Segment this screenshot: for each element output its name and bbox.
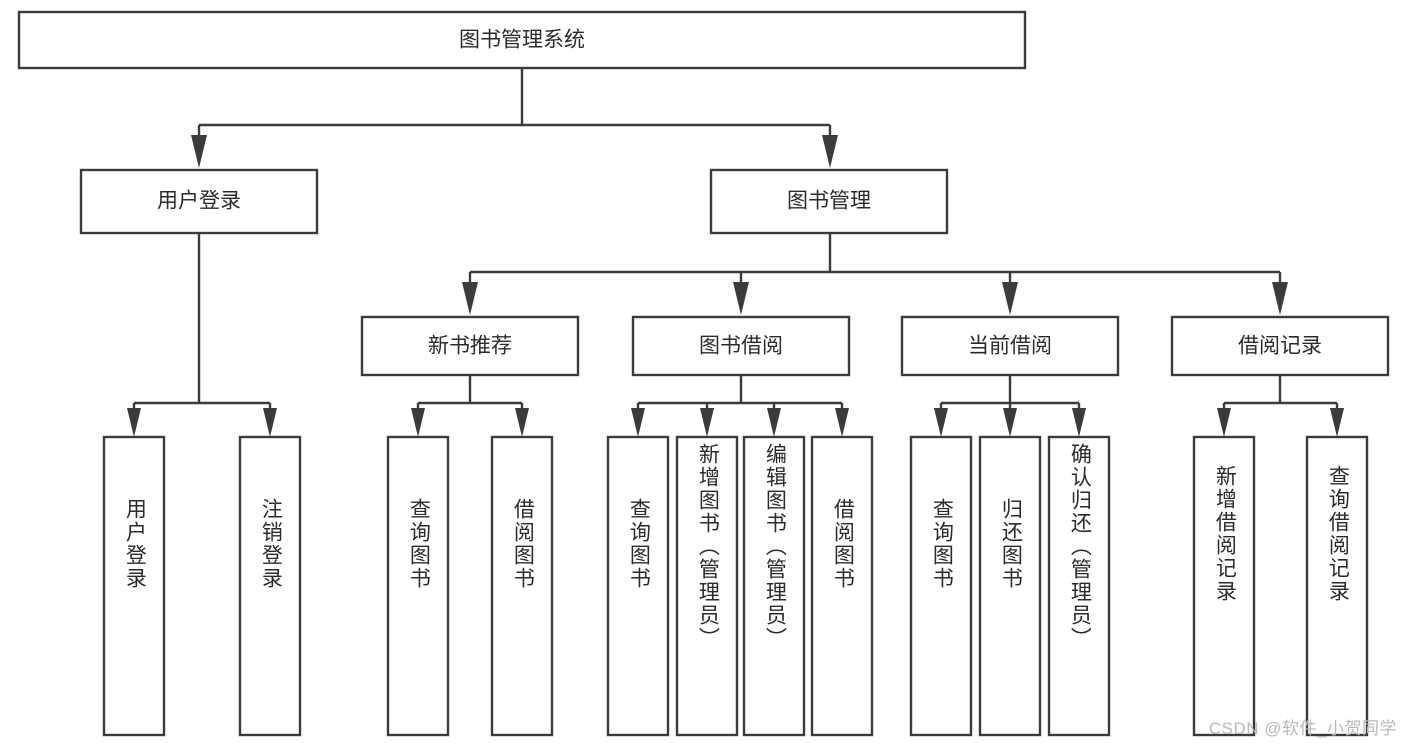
node-borrow-record[interactable]: 借阅记录	[1170, 315, 1390, 377]
node-book-management-rect[interactable]	[709, 168, 949, 235]
connector-newbook-to-leaves	[411, 375, 529, 437]
connector-root-to-level1	[191, 68, 838, 168]
leaf-rect-current-query[interactable]	[909, 435, 973, 737]
leaf-rect-user-login[interactable]	[102, 435, 166, 737]
arrow-head-icon	[1217, 408, 1231, 437]
node-new-book-recommend-label: 新书推荐	[428, 335, 512, 358]
leaf-rect-borrow-lend[interactable]	[810, 435, 874, 737]
node-root[interactable]: 图书管理系统	[17, 10, 1027, 70]
arrow-head-icon	[191, 135, 207, 168]
arrow-head-icon	[462, 282, 478, 315]
node-new-book-recommend[interactable]: 新书推荐	[360, 315, 580, 377]
leaf-rect-user-logout[interactable]	[238, 435, 302, 737]
leaf-rect-current-return[interactable]	[978, 435, 1042, 737]
arrow-head-icon	[767, 408, 781, 437]
node-book-borrow-label: 图书借阅	[699, 335, 783, 358]
arrow-head-icon	[1272, 282, 1288, 315]
arrow-head-icon	[1072, 408, 1086, 437]
arrow-head-icon	[1002, 282, 1018, 315]
leaf-rect-borrow-edit[interactable]	[742, 435, 806, 737]
connector-borrowrecord-to-leaves	[1217, 375, 1344, 437]
arrow-head-icon	[733, 282, 749, 315]
node-book-management[interactable]: 图书管理	[709, 168, 949, 235]
arrow-head-icon	[411, 408, 425, 437]
node-current-borrow-label: 当前借阅	[968, 335, 1052, 358]
arrow-head-icon	[1330, 408, 1344, 437]
node-user-login-rect[interactable]	[79, 168, 319, 235]
connector-bookmgmt-to-level2	[462, 233, 1288, 315]
csdn-watermark: CSDN @软件_小贺同学	[1208, 719, 1397, 738]
arrow-head-icon	[631, 408, 645, 437]
arrow-head-icon	[1003, 408, 1017, 437]
node-book-management-label: 图书管理	[787, 190, 871, 213]
arrow-head-icon	[822, 135, 838, 168]
node-borrow-record-label: 借阅记录	[1238, 335, 1322, 358]
arrow-head-icon	[515, 408, 529, 437]
connector-currentborrow-to-leaves	[934, 375, 1086, 437]
leaf-rect-borrow-add[interactable]	[675, 435, 739, 737]
arrow-head-icon	[835, 408, 849, 437]
node-current-borrow[interactable]: 当前借阅	[900, 315, 1120, 377]
node-root-label: 图书管理系统	[459, 29, 585, 52]
leaf-rect-newbook-borrow[interactable]	[490, 435, 554, 737]
leaf-rect-borrow-query[interactable]	[606, 435, 670, 737]
node-book-borrow[interactable]: 图书借阅	[631, 315, 851, 377]
arrow-head-icon	[934, 408, 948, 437]
node-new-book-recommend-rect[interactable]	[360, 315, 580, 377]
leaf-rect-newbook-query[interactable]	[386, 435, 450, 737]
arrow-head-icon	[127, 408, 141, 437]
arrow-head-icon	[263, 408, 277, 437]
node-root-rect[interactable]	[17, 10, 1027, 70]
node-user-login[interactable]: 用户登录	[79, 168, 319, 235]
node-book-borrow-rect[interactable]	[631, 315, 851, 377]
connector-userlogin-to-leaves	[127, 233, 277, 437]
node-user-login-label: 用户登录	[157, 190, 241, 213]
leaf-rect-current-confirm[interactable]	[1047, 435, 1111, 737]
leaf-rect-record-query[interactable]	[1305, 435, 1369, 737]
leaf-rect-record-add[interactable]	[1192, 435, 1256, 737]
node-current-borrow-rect[interactable]	[900, 315, 1120, 377]
connector-bookborrow-to-leaves	[631, 375, 849, 437]
arrow-head-icon	[700, 408, 714, 437]
node-borrow-record-rect[interactable]	[1170, 315, 1390, 377]
